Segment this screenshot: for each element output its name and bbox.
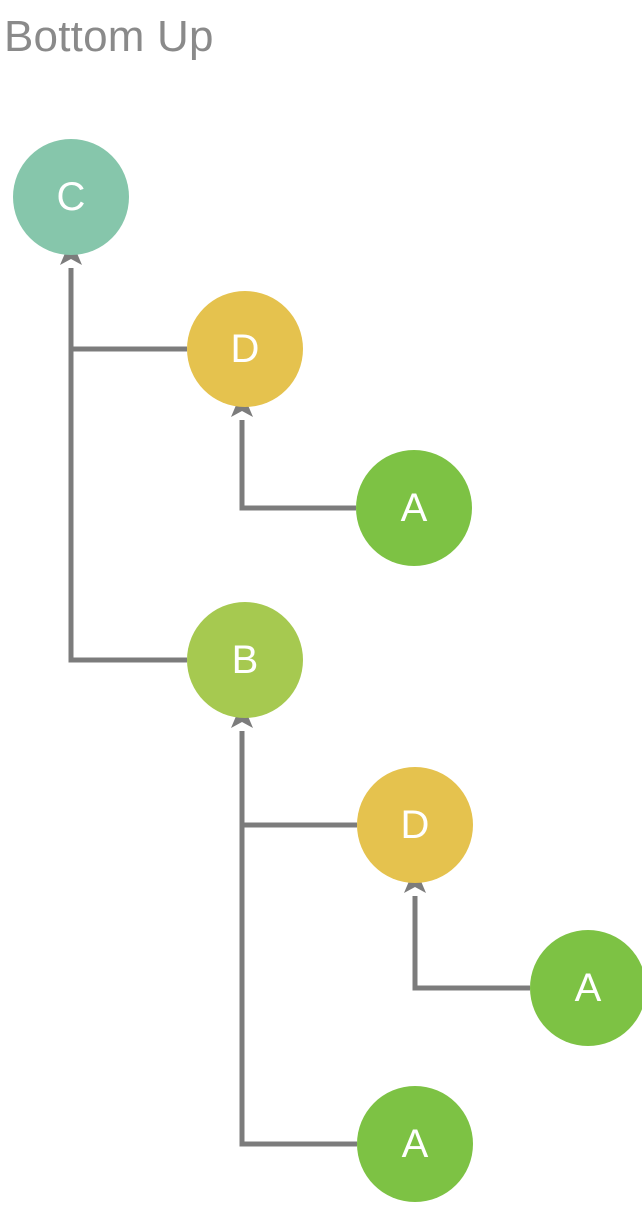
edge-a2-to-d2 — [412, 896, 530, 991]
edge-d2-to-b — [239, 731, 357, 828]
node-b[interactable]: B — [187, 602, 303, 718]
node-circle — [187, 602, 303, 718]
node-circle — [357, 767, 473, 883]
node-d2[interactable]: D — [357, 767, 473, 883]
edge-a1-to-d1 — [239, 420, 356, 511]
node-circle — [187, 291, 303, 407]
node-label: A — [401, 486, 428, 530]
node-circle — [530, 930, 642, 1046]
node-c[interactable]: C — [13, 139, 129, 255]
edge-d1-to-c — [68, 268, 187, 352]
edge-layer — [68, 268, 530, 1147]
node-label: D — [401, 803, 430, 847]
node-circle — [357, 1086, 473, 1202]
node-label: C — [57, 175, 86, 219]
node-d1[interactable]: D — [187, 291, 303, 407]
node-label: A — [575, 966, 602, 1010]
node-a1[interactable]: A — [356, 450, 472, 566]
node-label: B — [232, 638, 259, 682]
node-a3[interactable]: A — [357, 1086, 473, 1202]
node-a2[interactable]: A — [530, 930, 642, 1046]
node-circle — [356, 450, 472, 566]
edge-a3-to-b — [239, 731, 357, 1147]
node-circle — [13, 139, 129, 255]
node-label: A — [402, 1122, 429, 1166]
node-label: D — [231, 327, 260, 371]
edge-b-to-c — [68, 268, 187, 663]
node-layer: C D A B D A A — [13, 139, 642, 1202]
page-title: Bottom Up — [4, 12, 214, 61]
